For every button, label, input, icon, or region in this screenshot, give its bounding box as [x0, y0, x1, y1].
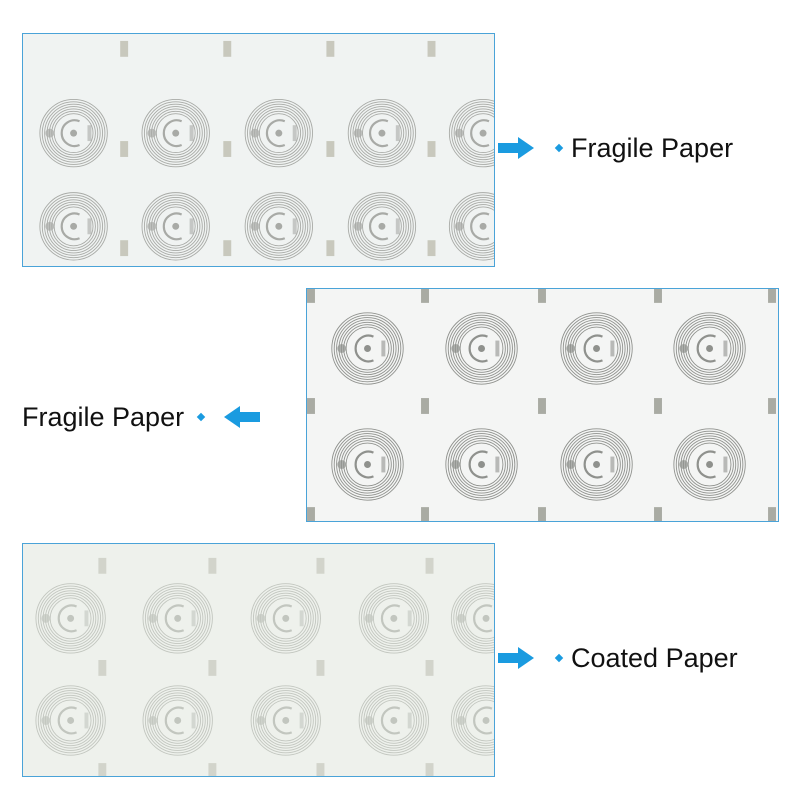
diamond-bullet-icon [554, 143, 564, 153]
label-row-1: Fragile Paper [498, 128, 733, 168]
rfid-inlay-grid-2 [307, 289, 776, 521]
arrow-right-icon [498, 647, 534, 669]
rfid-inlay-grid-3 [35, 557, 494, 776]
paper-type-label-3: Coated Paper [571, 642, 738, 673]
diamond-bullet-icon [554, 653, 564, 663]
label-row-3: Coated Paper [498, 638, 738, 678]
rfid-inlay-grid-1 [39, 40, 494, 261]
rfid-sheet-photo-3 [22, 543, 495, 777]
arrow-left-icon [224, 406, 261, 428]
paper-type-label-1: Fragile Paper [571, 132, 734, 163]
diamond-bullet-icon [196, 412, 206, 422]
rfid-sheet-photo-1 [22, 33, 495, 267]
arrow-right-icon [498, 137, 534, 159]
paper-type-label-2: Fragile Paper [22, 401, 185, 432]
label-row-2: Fragile Paper [22, 397, 261, 437]
rfid-sheet-photo-2 [306, 288, 779, 522]
